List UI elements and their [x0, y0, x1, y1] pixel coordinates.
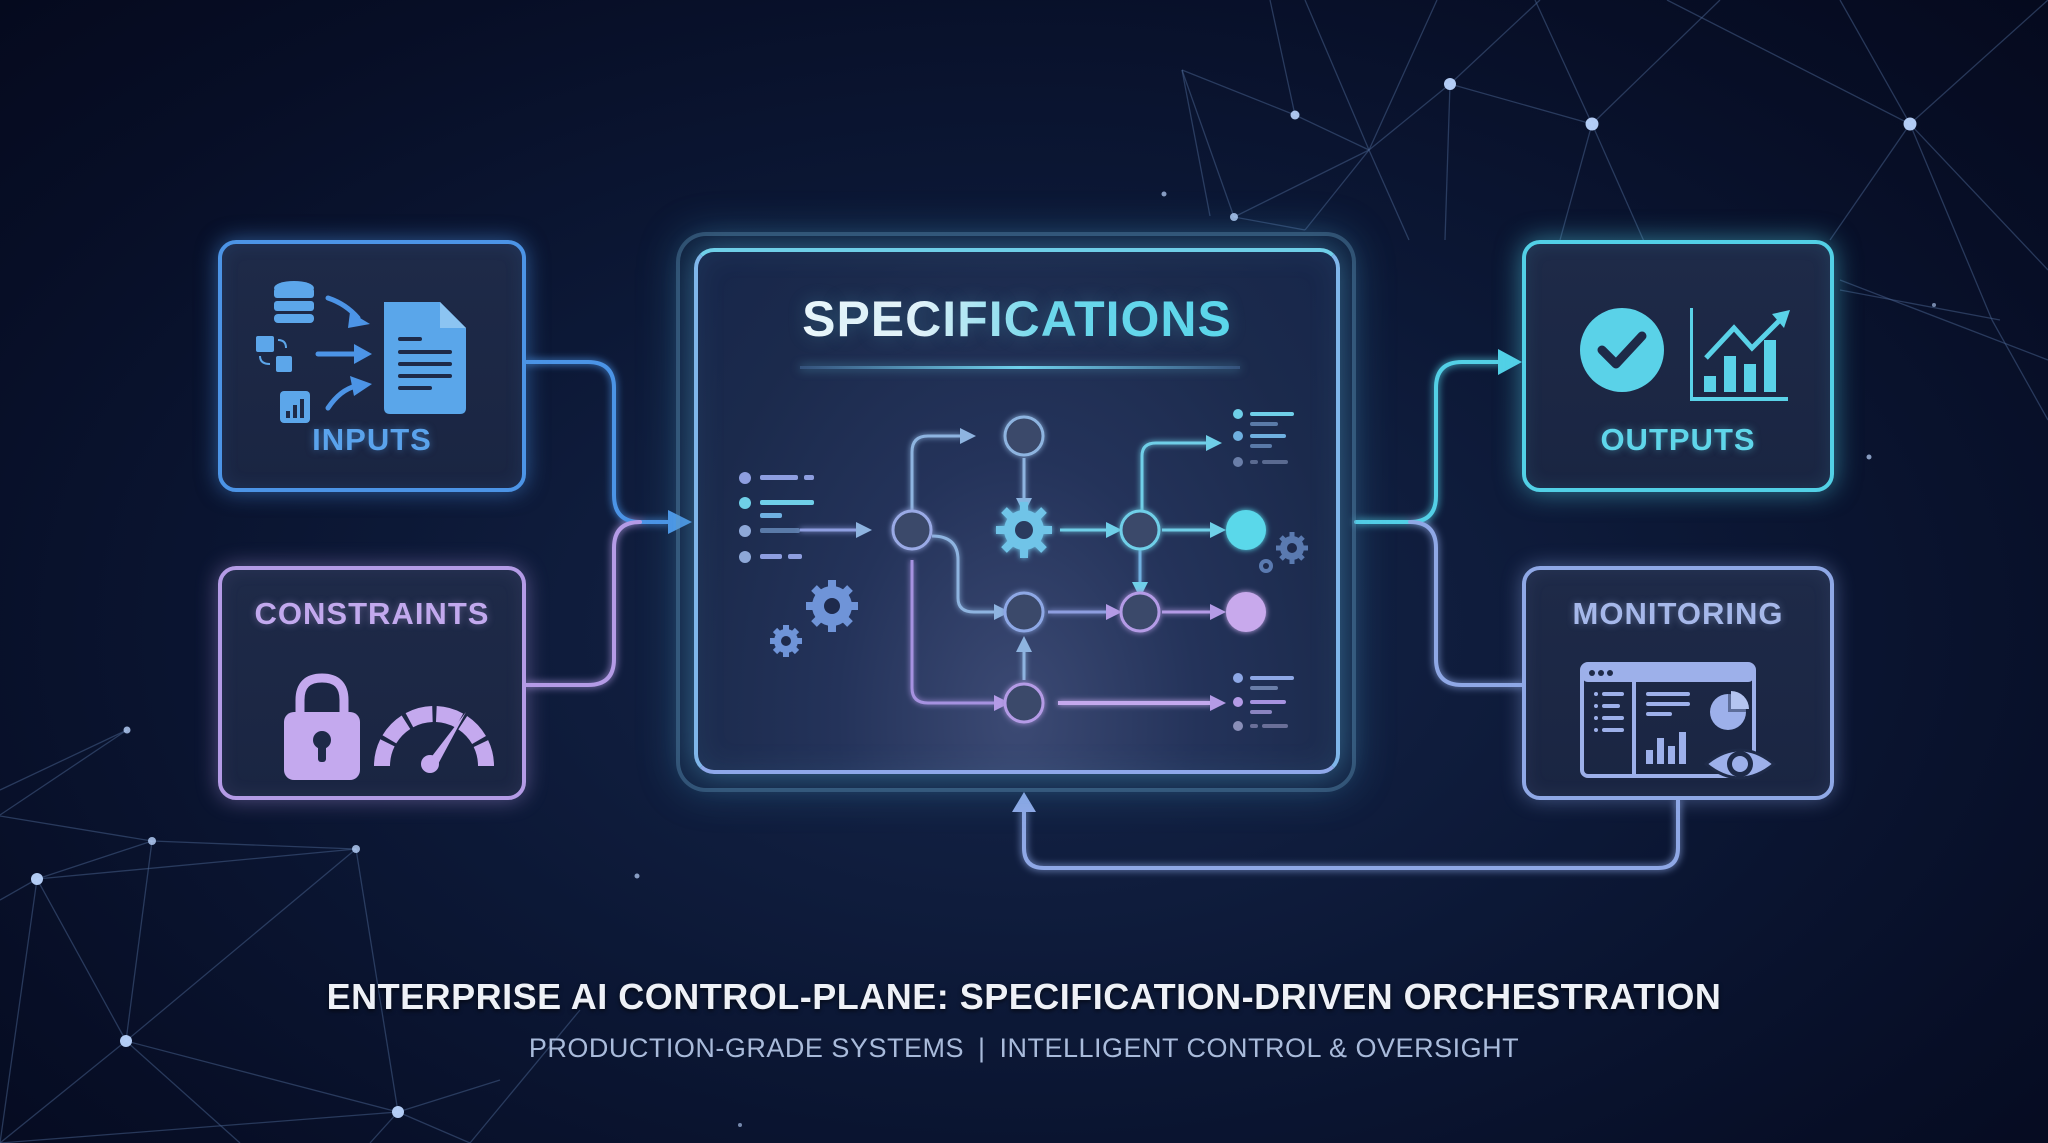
lock-icon: [284, 673, 360, 780]
list-icon: [1233, 673, 1294, 731]
check-circle-icon: [1580, 308, 1664, 392]
file-exchange-icon: [256, 336, 292, 372]
flow-node-icon: [891, 509, 933, 551]
flow-node-icon: [1119, 509, 1161, 551]
inputs-icons: [256, 281, 466, 423]
edge-spec-to-outputs: [1354, 360, 1502, 524]
subtitle-separator: |: [977, 1033, 986, 1063]
eye-icon: [1703, 748, 1777, 780]
dashboard-window-icon: [1580, 662, 1756, 778]
monitoring-icons: [1580, 662, 1777, 780]
subtitle-left: PRODUCTION-GRADE SYSTEMS: [528, 1033, 964, 1063]
diagram-title: ENTERPRISE AI CONTROL-PLANE: SPECIFICATI…: [326, 976, 1722, 1017]
edge-inputs-to-spec: [524, 360, 670, 524]
growth-chart-icon: [1690, 308, 1790, 401]
bar-chart-icon: [280, 391, 310, 423]
constraints-icons: [284, 673, 494, 780]
outputs-icons: [1580, 308, 1790, 401]
flow-node-icon: [1003, 591, 1045, 633]
inputs-node[interactable]: INPUTS: [218, 240, 526, 492]
document-icon: [384, 302, 466, 414]
monitoring-node[interactable]: MONITORING: [1522, 566, 1834, 800]
outputs-node[interactable]: OUTPUTS: [1522, 240, 1834, 492]
arrow-into-spec: [668, 510, 692, 534]
flow-node-icon: [1119, 591, 1161, 633]
inputs-label: INPUTS: [312, 422, 432, 457]
constraints-label: CONSTRAINTS: [254, 596, 490, 631]
diagram-subtitle: PRODUCTION-GRADE SYSTEMS | INTELLIGENT CON…: [0, 1033, 2048, 1064]
arrow-into-outputs: [1498, 349, 1522, 375]
pie-chart-icon: [1710, 691, 1749, 730]
gear-icon: [996, 502, 1052, 558]
edge-constraints-to-spec: [524, 520, 642, 687]
gear-icon: [1259, 532, 1308, 573]
subtitle-right: INTELLIGENT CONTROL & OVERSIGHT: [999, 1033, 1520, 1063]
monitoring-label: MONITORING: [1572, 596, 1784, 631]
list-icon: [1233, 409, 1294, 467]
specifications-title: SPECIFICATIONS: [694, 290, 1340, 348]
arrow-feedback-up: [1012, 792, 1036, 812]
database-icon: [274, 281, 314, 323]
gear-icon: [770, 580, 858, 657]
bar-chart-icon: [1646, 732, 1686, 764]
flow-node-icon: [1003, 682, 1045, 724]
edge-monitoring-feedback: [1022, 798, 1680, 870]
flow-node-icon: [1003, 415, 1045, 457]
constraints-node[interactable]: CONSTRAINTS: [218, 566, 526, 800]
title-divider: [800, 366, 1240, 369]
outputs-label: OUTPUTS: [1600, 422, 1756, 457]
edge-spec-to-monitoring: [1408, 520, 1524, 687]
list-icon: [739, 472, 814, 563]
gauge-icon: [374, 706, 494, 773]
